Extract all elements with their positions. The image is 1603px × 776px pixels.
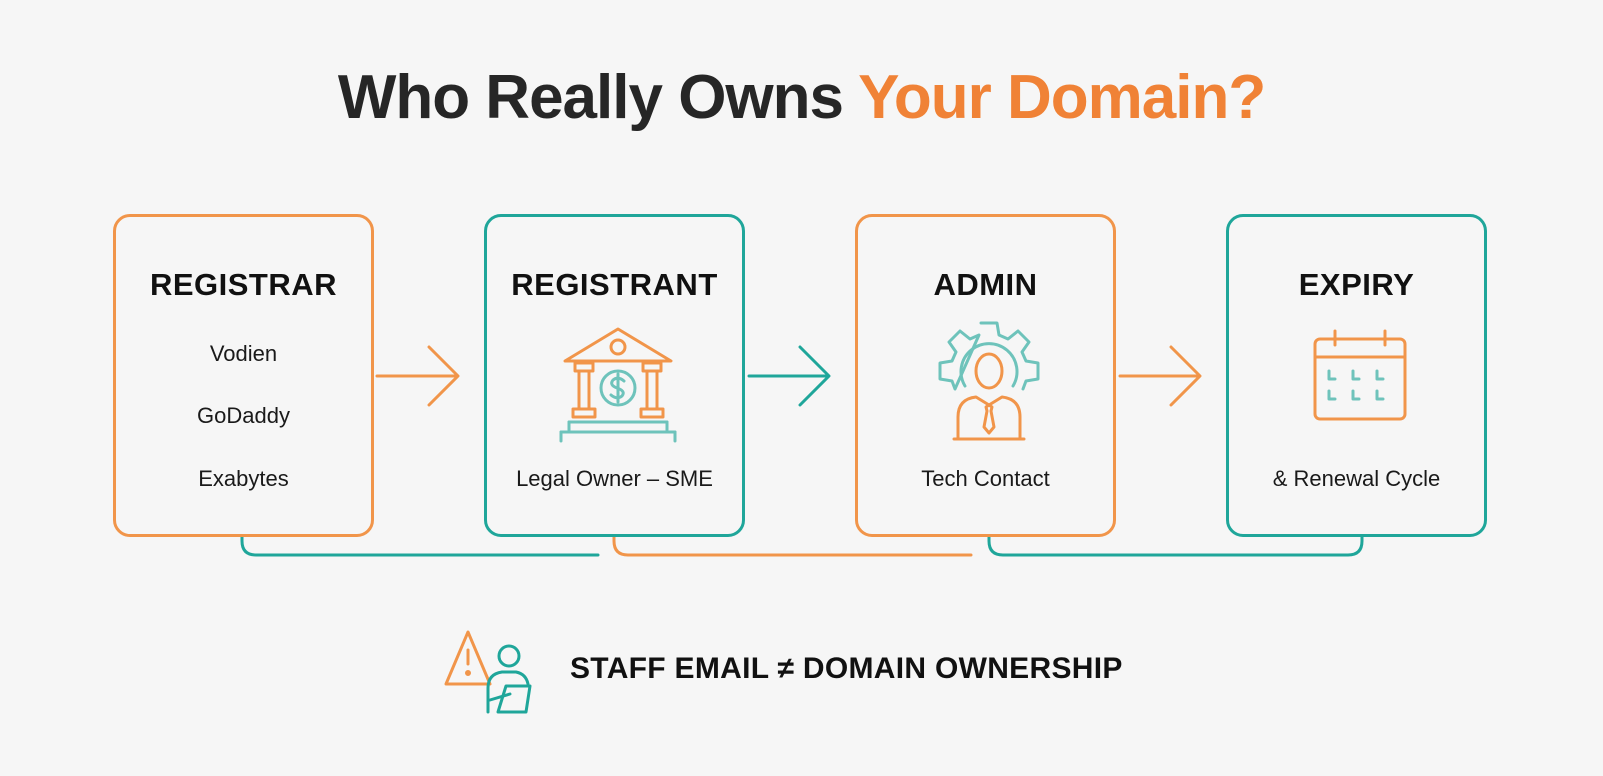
page-title: Who Really Owns Your Domain? (0, 62, 1603, 133)
arrow-admin-to-expiry (1118, 345, 1202, 407)
card-registrant: REGISTRANT Legal Owner – SME (484, 214, 745, 537)
bracket-teal-left (240, 535, 600, 557)
card-registrar: REGISTRAR Vodien GoDaddy Exabytes (113, 214, 374, 537)
arrow-registrant-to-admin (747, 345, 831, 407)
expiry-caption: & Renewal Cycle (1272, 466, 1441, 491)
warning-text: STAFF EMAIL ≠ DOMAIN OWNERSHIP (570, 652, 1123, 685)
registrant-caption: Legal Owner – SME (516, 466, 713, 491)
card-title: REGISTRANT (511, 267, 718, 302)
card-title: ADMIN (933, 267, 1038, 302)
registrar-item: Exabytes (198, 466, 289, 491)
card-title: REGISTRAR (149, 267, 338, 302)
bracket-orange-middle (612, 535, 973, 557)
card-admin: ADMIN Tech Contact (855, 214, 1116, 537)
gear-person-icon (938, 321, 1040, 441)
card-title: EXPIRY (1298, 267, 1415, 302)
registrar-item: Vodien (209, 341, 278, 366)
arrow-registrar-to-registrant (375, 345, 460, 407)
warning-person-tablet-icon (444, 630, 532, 714)
registrar-item: GoDaddy (197, 403, 290, 428)
title-main: Who Really Owns (337, 63, 859, 132)
title-accent: Your Domain? (858, 63, 1266, 132)
calendar-icon (1313, 329, 1407, 421)
bank-building-icon (559, 327, 677, 443)
card-expiry: EXPIRY & Renewal Cycle (1226, 214, 1487, 537)
bracket-teal-right (987, 535, 1364, 557)
admin-caption: Tech Contact (921, 466, 1050, 491)
